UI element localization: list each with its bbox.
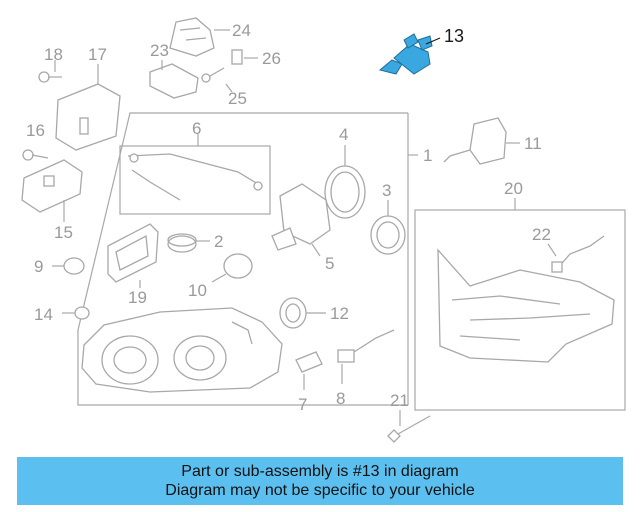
callout-12: 12: [330, 304, 349, 323]
callout-26: 26: [262, 49, 281, 68]
callout-25: 25: [228, 89, 247, 108]
part-4: [324, 145, 366, 219]
part-14: [62, 306, 90, 320]
part-8: [337, 329, 395, 384]
box-20: [414, 209, 626, 411]
callout-11: 11: [524, 134, 542, 153]
callout-2: 2: [214, 232, 223, 251]
callout-5: 5: [325, 254, 334, 273]
callout-17: 17: [88, 45, 107, 64]
part-23: [149, 60, 199, 99]
callout-8: 8: [336, 389, 345, 408]
part-21: [387, 410, 431, 443]
callout-22: 22: [532, 225, 551, 244]
parts-diagram: 1 2 3 4 5 6 7 8 9 10 11 12 13 14 15 16 1…: [21, 17, 626, 443]
callout-3: 3: [382, 181, 391, 200]
part-9: [52, 257, 85, 275]
callout-10: 10: [188, 281, 207, 300]
part-2: [167, 233, 210, 253]
part-19: [107, 223, 159, 288]
part-15: [21, 159, 83, 222]
part-7: [295, 351, 323, 390]
callout-18: 18: [44, 45, 63, 64]
callout-15: 15: [54, 223, 73, 242]
part-18: [38, 60, 62, 83]
callout-7: 7: [298, 395, 307, 414]
callout-24: 24: [232, 21, 251, 40]
part-26: [231, 49, 258, 65]
bulb-13-part[interactable]: [378, 33, 441, 75]
callout-4: 4: [339, 125, 348, 144]
part-11: [443, 117, 520, 165]
part-3: [370, 200, 406, 255]
callout-6: 6: [192, 119, 201, 138]
part-24: [169, 17, 230, 57]
banner-line-1: Part or sub-assembly is #13 in diagram: [181, 463, 459, 480]
callout-16: 16: [26, 121, 45, 140]
part-10: [211, 253, 253, 283]
banner-line-2: Diagram may not be specific to your vehi…: [165, 482, 475, 499]
callout-14: 14: [34, 305, 53, 324]
headlamp-housing: [81, 307, 283, 393]
part-25: [201, 67, 233, 93]
part-17: [55, 64, 121, 151]
part-22: [547, 235, 605, 273]
part-5: [271, 183, 331, 257]
part-12: [279, 297, 326, 329]
part-6: [127, 153, 263, 201]
callout-20: 20: [504, 179, 523, 198]
callout-1: 1: [423, 146, 432, 165]
part-16: [22, 149, 49, 161]
box-6: [119, 145, 271, 215]
callout-19: 19: [128, 288, 147, 307]
info-banner: Part or sub-assembly is #13 in diagram D…: [17, 457, 623, 505]
callout-13: 13: [444, 26, 464, 46]
part-20: [437, 248, 615, 363]
callout-23: 23: [150, 41, 169, 60]
callout-21: 21: [390, 391, 409, 410]
callout-9: 9: [34, 257, 43, 276]
frame-1: [77, 112, 408, 406]
